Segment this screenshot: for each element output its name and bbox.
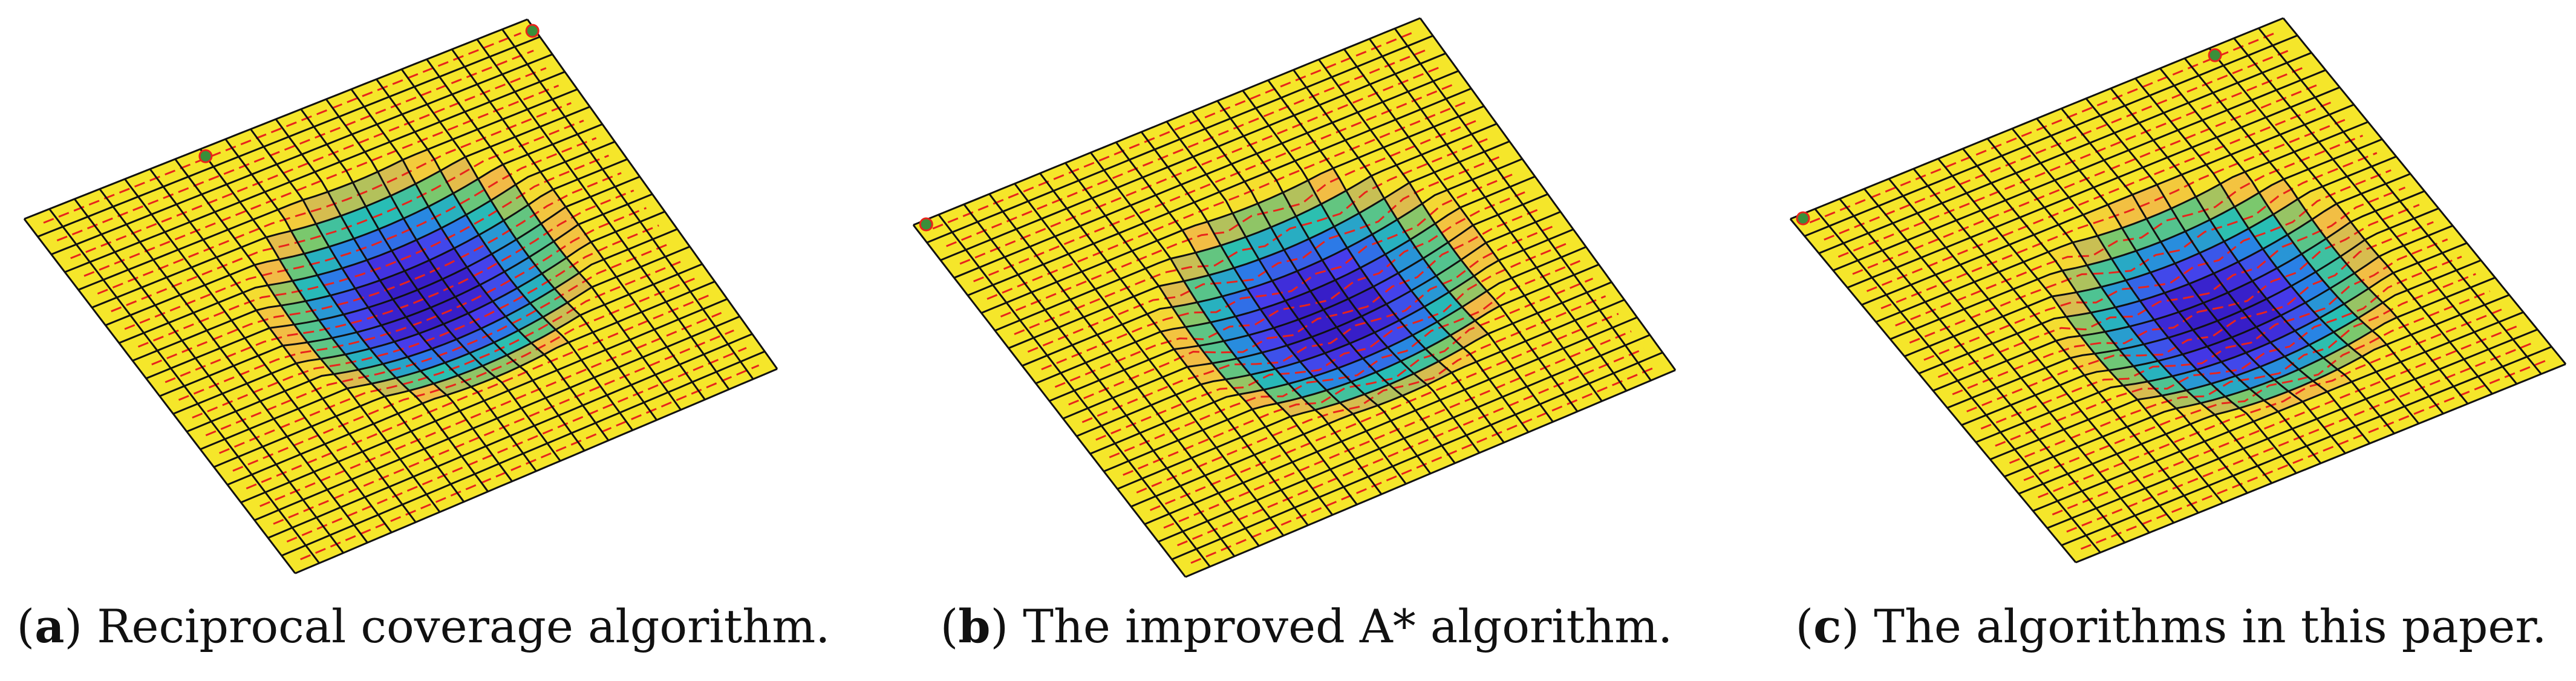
caption-c: (c) The algorithms in this paper. xyxy=(1795,599,2547,653)
caption-text-b: The improved A* algorithm. xyxy=(1008,599,1673,653)
caption-letter-a: a xyxy=(34,599,65,653)
surface-plot-b xyxy=(912,17,1677,578)
start-marker-icon xyxy=(198,149,213,163)
caption-a: (a) Reciprocal coverage algorithm. xyxy=(16,599,830,653)
panel-c: (c) The algorithms in this paper. xyxy=(1766,0,2576,681)
grid-lines xyxy=(23,18,778,575)
panel-a: (a) Reciprocal coverage algorithm. xyxy=(0,0,847,681)
caption-b: (b) The improved A* algorithm. xyxy=(940,599,1673,653)
start-marker-icon xyxy=(525,24,540,38)
surface-plot-a xyxy=(23,18,778,575)
surface-cells xyxy=(1790,18,2566,562)
caption-letter-c: c xyxy=(1813,599,1842,653)
start-marker-icon xyxy=(2208,48,2222,62)
surface-plot-c xyxy=(1789,17,2567,564)
coverage-path xyxy=(932,31,1657,564)
caption-text-a: Reciprocal coverage algorithm. xyxy=(82,599,830,653)
start-marker-icon xyxy=(1796,211,1810,226)
caption-letter-b: b xyxy=(958,599,991,653)
caption-text-c: The algorithms in this paper. xyxy=(1859,599,2547,653)
start-marker-icon xyxy=(919,217,933,232)
grid-lines xyxy=(1789,17,2567,564)
panel-b: (b) The improved A* algorithm. xyxy=(883,0,1730,681)
grid-lines xyxy=(912,17,1677,578)
